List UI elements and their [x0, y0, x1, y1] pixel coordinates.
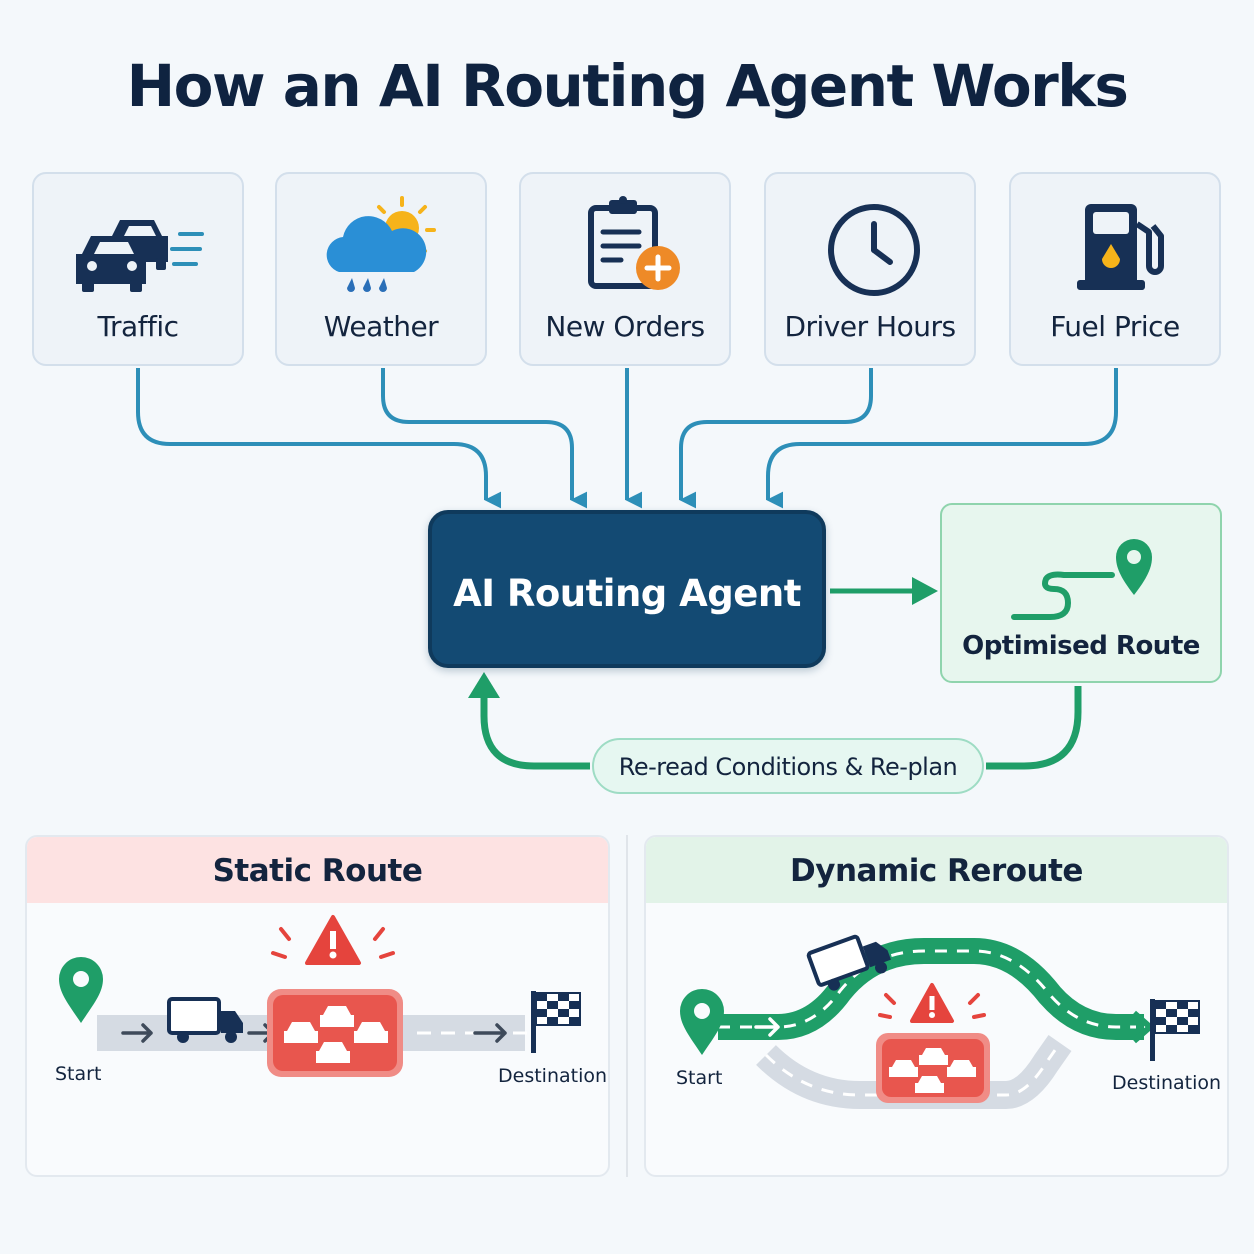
- loop-label: Re-read Conditions & Re-plan: [618, 753, 958, 781]
- panel-divider: [626, 835, 628, 1177]
- truck-icon: [806, 934, 891, 991]
- congested-cars-icon: [889, 1048, 976, 1093]
- static-route-illustration: [59, 915, 581, 1077]
- truck-icon: [167, 997, 243, 1043]
- agent-label: AI Routing Agent: [453, 572, 801, 615]
- static-start-label: Start: [55, 1063, 102, 1085]
- destination-flag-icon: [1150, 999, 1200, 1061]
- input-label: Weather: [323, 310, 439, 343]
- dynamic-reroute-illustration: [680, 934, 1200, 1109]
- input-label: Driver Hours: [784, 310, 956, 343]
- fuel-pump-icon: [1077, 204, 1164, 290]
- static-destination-label: Destination: [498, 1065, 608, 1087]
- page-title: How an AI Routing Agent Works: [126, 52, 1129, 120]
- start-pin-icon: [59, 957, 103, 1023]
- rain-cloud-sun-icon: [326, 196, 436, 292]
- congested-cars-icon: [284, 1006, 388, 1063]
- route-pin-icon: [1011, 539, 1152, 620]
- dynamic-destination-label: Destination: [1112, 1072, 1222, 1094]
- dynamic-reroute-panel: Dynamic Reroute: [644, 835, 1229, 1177]
- input-card-traffic: Traffic: [32, 172, 244, 366]
- input-card-fuel-price: Fuel Price: [1009, 172, 1221, 366]
- destination-flag-icon: [531, 991, 581, 1053]
- input-label: New Orders: [545, 310, 705, 343]
- output-label: Optimised Route: [962, 631, 1200, 661]
- ai-routing-agent-box: AI Routing Agent: [428, 510, 826, 668]
- start-pin-icon: [680, 989, 724, 1055]
- input-card-weather: Weather: [275, 172, 487, 366]
- static-route-header: Static Route: [27, 837, 608, 903]
- clock-icon: [828, 204, 920, 296]
- input-card-driver-hours: Driver Hours: [764, 172, 976, 366]
- input-label: Fuel Price: [1050, 310, 1180, 343]
- dynamic-reroute-header: Dynamic Reroute: [646, 837, 1227, 903]
- warning-icon: [271, 915, 395, 965]
- static-route-title: Static Route: [212, 853, 423, 889]
- static-route-panel: Static Route: [25, 835, 610, 1177]
- optimised-route-box: Optimised Route: [940, 503, 1222, 683]
- dynamic-reroute-title: Dynamic Reroute: [790, 853, 1083, 889]
- warning-icon: [878, 983, 986, 1023]
- clipboard-add-icon: [588, 196, 680, 290]
- traffic-cars-icon: [76, 220, 204, 292]
- dynamic-start-label: Start: [676, 1067, 723, 1089]
- input-card-new-orders: New Orders: [519, 172, 731, 366]
- replan-loop-pill: Re-read Conditions & Re-plan: [592, 738, 984, 794]
- input-label: Traffic: [97, 310, 179, 343]
